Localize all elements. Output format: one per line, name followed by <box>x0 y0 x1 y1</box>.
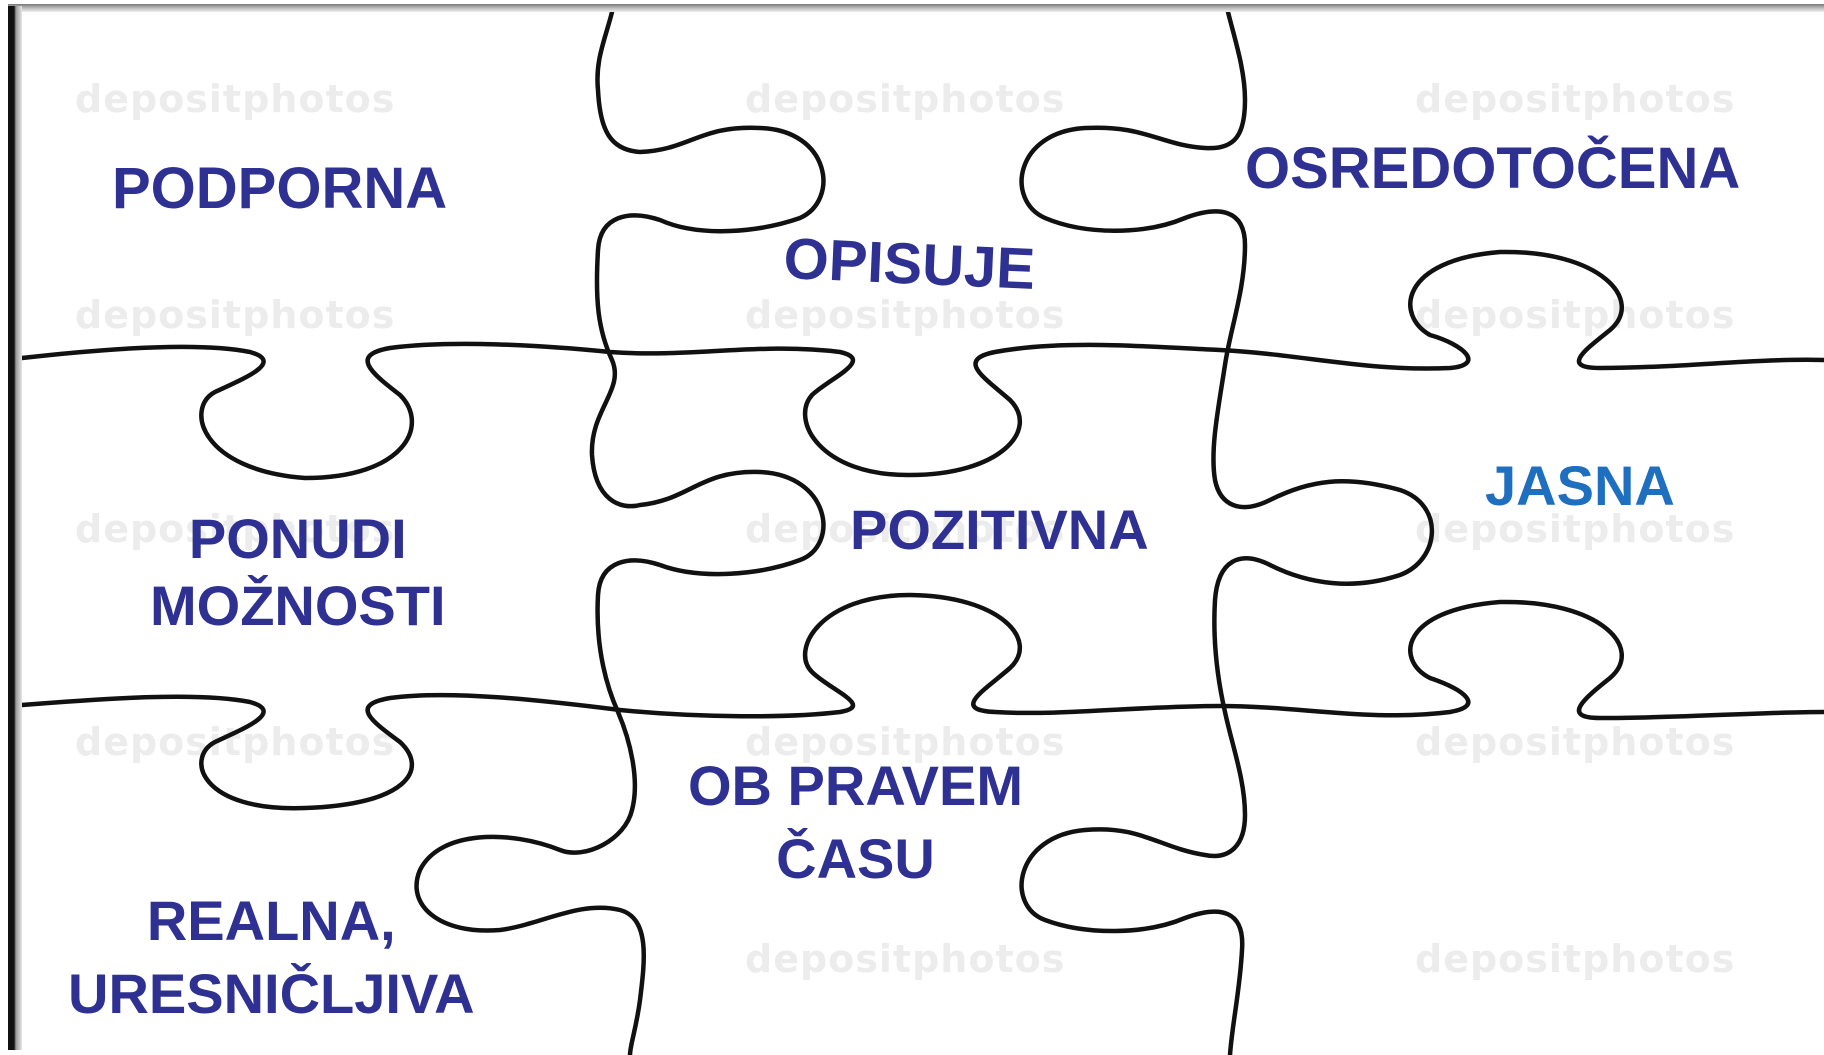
watermark-text: depositphotos <box>1415 293 1735 337</box>
word-realna-uresnicljiva: REALNA, URESNIČLJIVA <box>68 885 475 1031</box>
word-pozitivna: POZITIVNA <box>850 502 1149 558</box>
word-podporna: PODPORNA <box>112 160 447 218</box>
watermark-text: depositphotos <box>1415 507 1735 551</box>
word-jasna-text: JASNA <box>1485 454 1675 517</box>
word-jasna: JASNA <box>1485 458 1675 514</box>
word-moznosti-text: MOŽNOSTI <box>150 574 446 638</box>
word-ob-pravem-text: OB PRAVEM <box>688 754 1023 817</box>
puzzle-cut-lines <box>19 9 1824 1055</box>
watermark-text: depositphotos <box>75 293 395 337</box>
watermark-text: depositphotos <box>745 77 1065 121</box>
watermark-text: depositphotos <box>745 293 1065 337</box>
watermark-layer: depositphotos depositphotos depositphoto… <box>75 77 1735 981</box>
watermark-text: depositphotos <box>745 720 1065 764</box>
frame-left-edge <box>8 6 22 1050</box>
word-pozitivna-text: POZITIVNA <box>850 498 1149 561</box>
word-opisuje: OPISUJE <box>782 226 1037 302</box>
vertical-cut-right <box>1019 9 1435 1055</box>
word-uresnicljiva-text: URESNIČLJIVA <box>68 961 475 1025</box>
word-osredotocena: OSREDOTOČENA <box>1245 140 1740 198</box>
watermark-text: depositphotos <box>75 77 395 121</box>
watermark-text: depositphotos <box>1415 937 1735 981</box>
frame-top-edge <box>8 4 1824 12</box>
watermark-text: depositphotos <box>745 937 1065 981</box>
word-podporna-text: PODPORNA <box>112 156 448 221</box>
word-ponudi-text: PONUDI <box>188 507 407 570</box>
horizontal-cut-lower <box>19 592 1824 811</box>
watermark-text: depositphotos <box>745 507 1065 551</box>
watermark-text: depositphotos <box>75 507 395 551</box>
word-ponudi-moznosti: PONUDI MOŽNOSTI <box>150 505 446 639</box>
word-osredotocena-text: OSREDOTOČENA <box>1245 136 1741 201</box>
word-realna-text: REALNA, <box>146 889 396 952</box>
watermark-text: depositphotos <box>75 720 395 764</box>
watermark-text: depositphotos <box>1415 720 1735 764</box>
horizontal-cut-upper <box>19 249 1824 481</box>
word-opisuje-text: OPISUJE <box>782 226 1037 302</box>
word-ob-pravem-casu: OB PRAVEM ČASU <box>688 750 1023 896</box>
vertical-cut-left <box>414 9 826 1055</box>
word-casu-text: ČASU <box>776 826 935 890</box>
watermark-text: depositphotos <box>1415 77 1735 121</box>
